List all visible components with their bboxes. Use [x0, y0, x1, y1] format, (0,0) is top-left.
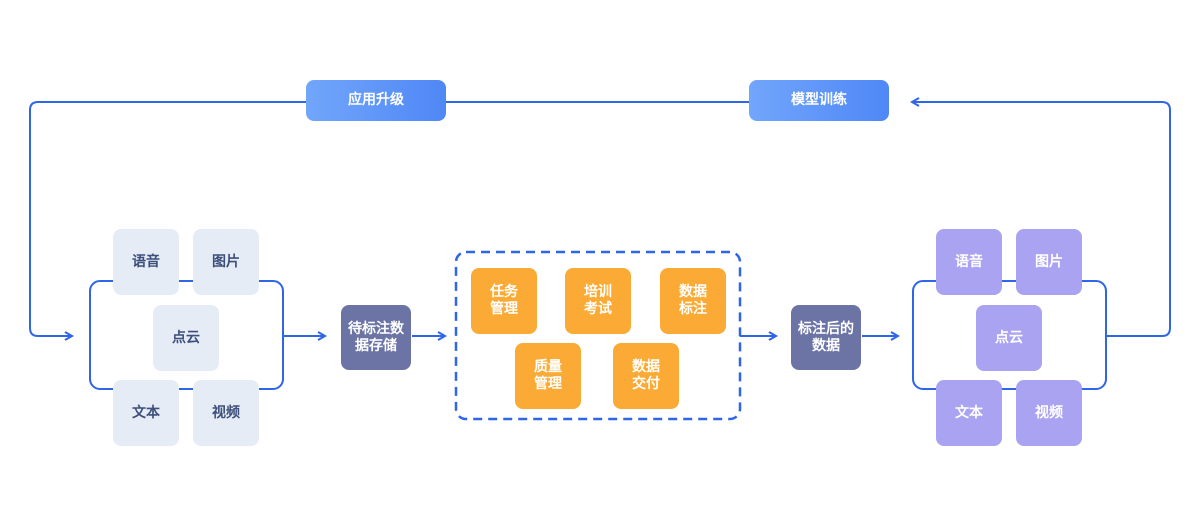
source-text: 文本 — [113, 380, 179, 446]
result-image: 图片 — [1016, 229, 1082, 295]
result-voice: 语音 — [936, 229, 1002, 295]
source-voice: 语音 — [113, 229, 179, 295]
source-image: 图片 — [193, 229, 259, 295]
result-bracket — [912, 280, 1107, 390]
app-upgrade-label: 应用升级 — [306, 80, 446, 121]
process-training-exam: 培训 考试 — [565, 268, 631, 334]
process-data-delivery: 数据 交付 — [613, 343, 679, 409]
result-video: 视频 — [1016, 380, 1082, 446]
annotated-data: 标注后的 数据 — [791, 305, 861, 370]
result-pointcloud: 点云 — [976, 305, 1042, 371]
top-bar-line — [29, 101, 888, 336]
process-container — [454, 250, 742, 421]
model-training-label: 模型训练 — [749, 80, 889, 121]
feedback-loop-line — [912, 102, 1171, 337]
source-pointcloud: 点云 — [153, 305, 219, 371]
process-data-annotation: 数据 标注 — [660, 268, 726, 334]
pending-data-storage: 待标注数 据存储 — [341, 305, 411, 370]
result-text: 文本 — [936, 380, 1002, 446]
process-quality-management: 质量 管理 — [515, 343, 581, 409]
source-video: 视频 — [193, 380, 259, 446]
process-task-management: 任务 管理 — [471, 268, 537, 334]
